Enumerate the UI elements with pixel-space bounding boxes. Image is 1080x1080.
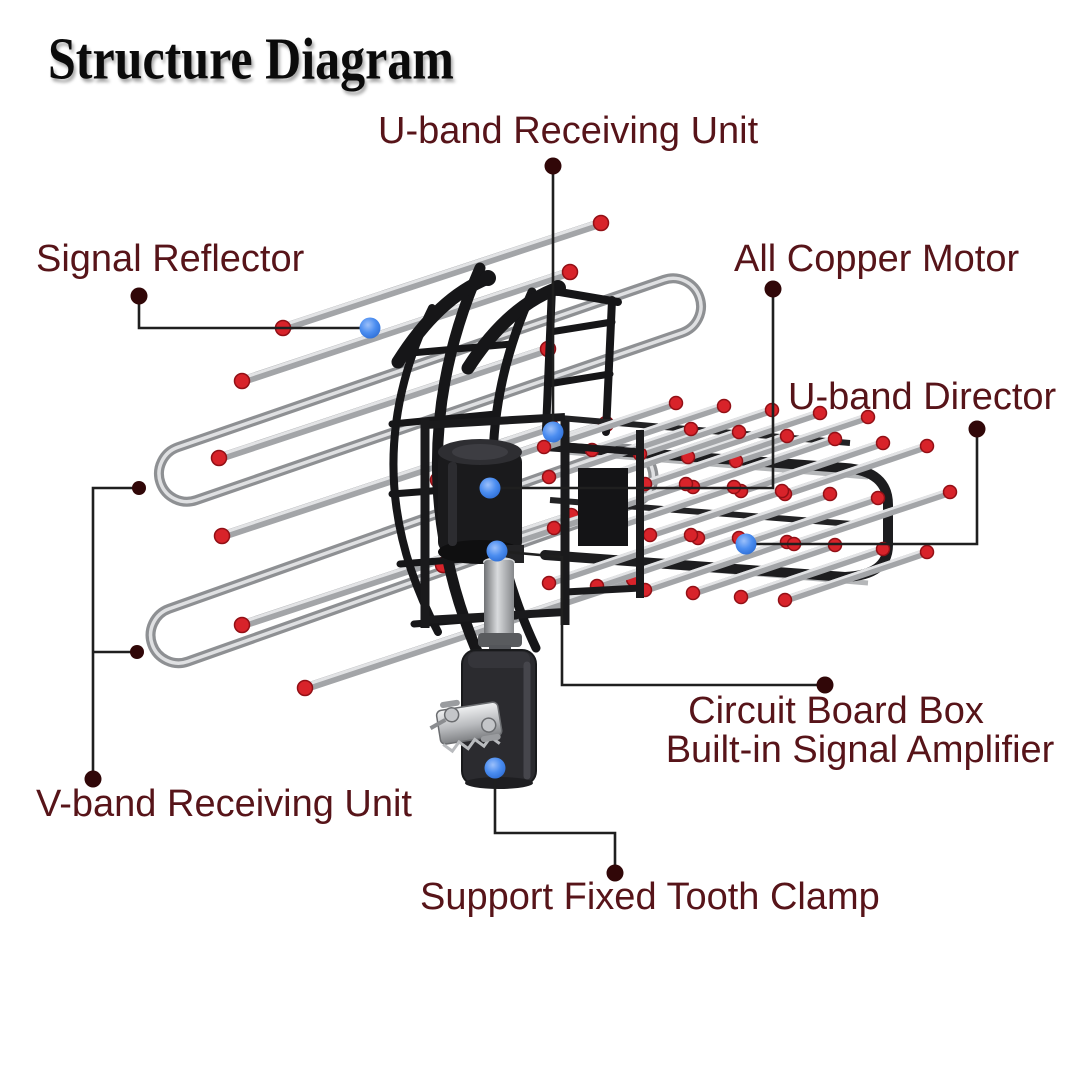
u-band-receiving-unit-label-dot xyxy=(544,157,562,175)
mast-and-clamp xyxy=(429,545,537,789)
v-band-receiving-unit-marker xyxy=(130,645,144,659)
v-band-receiving-unit-marker xyxy=(132,481,146,495)
circuit-board-box-marker xyxy=(486,540,508,562)
label-support-fixed-tooth-clamp: Support Fixed Tooth Clamp xyxy=(420,876,880,918)
label-v-band-receiving-unit: V-band Receiving Unit xyxy=(36,783,412,825)
label-circuit-board-box-line2: Built-in Signal Amplifier xyxy=(665,729,1055,771)
center-tower xyxy=(542,284,622,436)
label-signal-reflector: Signal Reflector xyxy=(36,238,305,280)
tooth-clamp-bracket xyxy=(429,699,503,754)
u-band-director-marker xyxy=(735,533,757,555)
support-fixed-tooth-clamp-label-dot xyxy=(606,864,624,882)
u-band-director-label-dot xyxy=(968,420,986,438)
u-band-receiving-unit-marker xyxy=(542,421,564,443)
support-fixed-tooth-clamp-marker xyxy=(484,757,506,779)
label-circuit-board-box-line1: Circuit Board Box xyxy=(688,690,984,732)
circuit-board-box-label-dot xyxy=(816,676,834,694)
v-band-receiving-unit-label-dot xyxy=(84,770,102,788)
signal-reflector-label-dot xyxy=(130,287,148,305)
label-u-band-director: U-band Director xyxy=(788,376,1057,418)
page-title: Structure Diagram xyxy=(48,25,454,92)
callout-leaders xyxy=(84,157,986,882)
label-all-copper-motor: All Copper Motor xyxy=(734,238,1020,280)
label-u-band-receiving-unit: U-band Receiving Unit xyxy=(378,110,759,152)
all-copper-motor-marker xyxy=(479,477,501,499)
signal-reflector-marker xyxy=(359,317,381,339)
all-copper-motor-label-dot xyxy=(764,280,782,298)
